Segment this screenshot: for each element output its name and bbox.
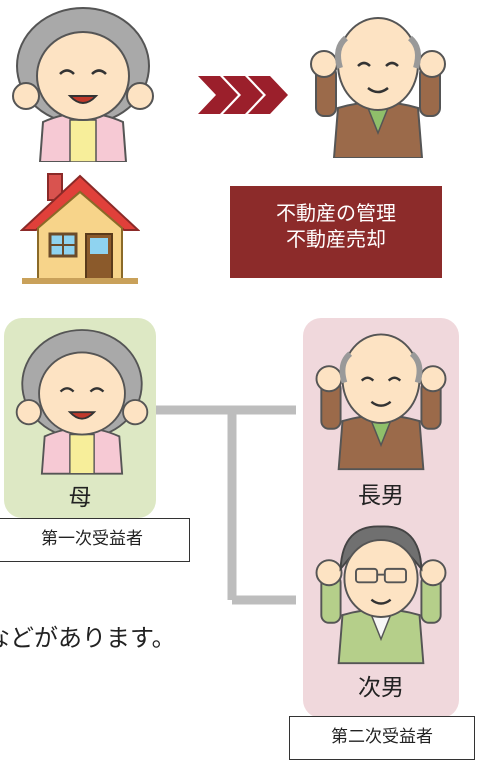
family-connector bbox=[156, 405, 296, 605]
second-son-figure bbox=[315, 525, 447, 665]
mother-label: 母 bbox=[68, 485, 92, 511]
eldest-son-label: 長男 bbox=[358, 483, 404, 509]
mother-figure bbox=[15, 329, 149, 475]
grandfather-figure-top bbox=[310, 17, 446, 158]
property-management-box: 不動産の管理 不動産売却 bbox=[230, 186, 442, 278]
arrows-icon bbox=[198, 76, 288, 114]
management-line-2: 不動産売却 bbox=[286, 227, 386, 251]
house-icon bbox=[20, 173, 140, 284]
eldest-son-figure bbox=[315, 333, 447, 471]
grandmother-figure-top bbox=[12, 7, 154, 162]
second-son-label: 次男 bbox=[358, 675, 404, 701]
management-line-1: 不動産の管理 bbox=[276, 201, 396, 225]
first-beneficiary-tag: 第一次受益者 bbox=[0, 518, 190, 562]
second-beneficiary-tag: 第二次受益者 bbox=[289, 716, 475, 760]
sentence-fragment: などがあります。 bbox=[0, 624, 176, 652]
